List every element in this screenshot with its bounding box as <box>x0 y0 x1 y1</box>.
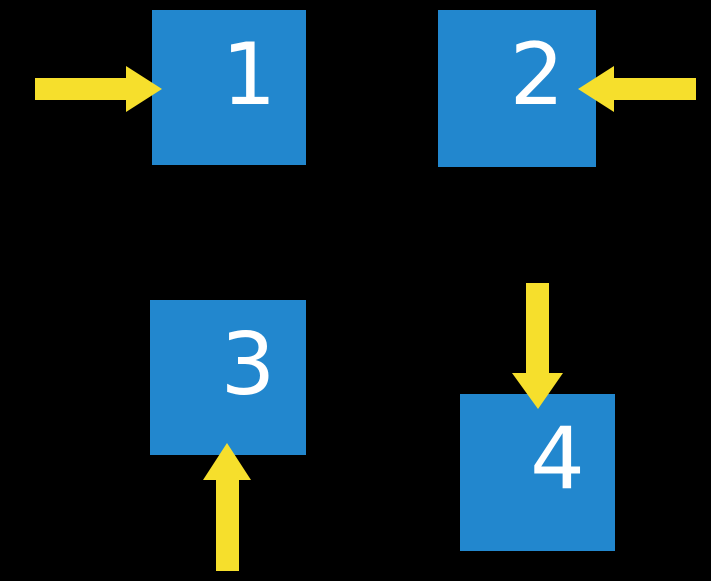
node-box-4[interactable] <box>460 394 615 551</box>
node-box-3[interactable] <box>150 300 306 455</box>
node-box-1[interactable] <box>152 10 306 165</box>
node-label-2: 2 <box>509 25 565 125</box>
node-box-2[interactable] <box>438 10 596 167</box>
node-label-4: 4 <box>530 409 585 509</box>
arrow-down-into-node-4-icon <box>512 283 563 409</box>
arrow-up-into-node-3-icon <box>203 443 251 571</box>
node-label-3: 3 <box>220 315 276 415</box>
arrow-right-into-node-1-icon <box>35 66 162 112</box>
arrow-left-into-node-2-icon <box>578 66 696 112</box>
node-label-1: 1 <box>221 25 277 125</box>
